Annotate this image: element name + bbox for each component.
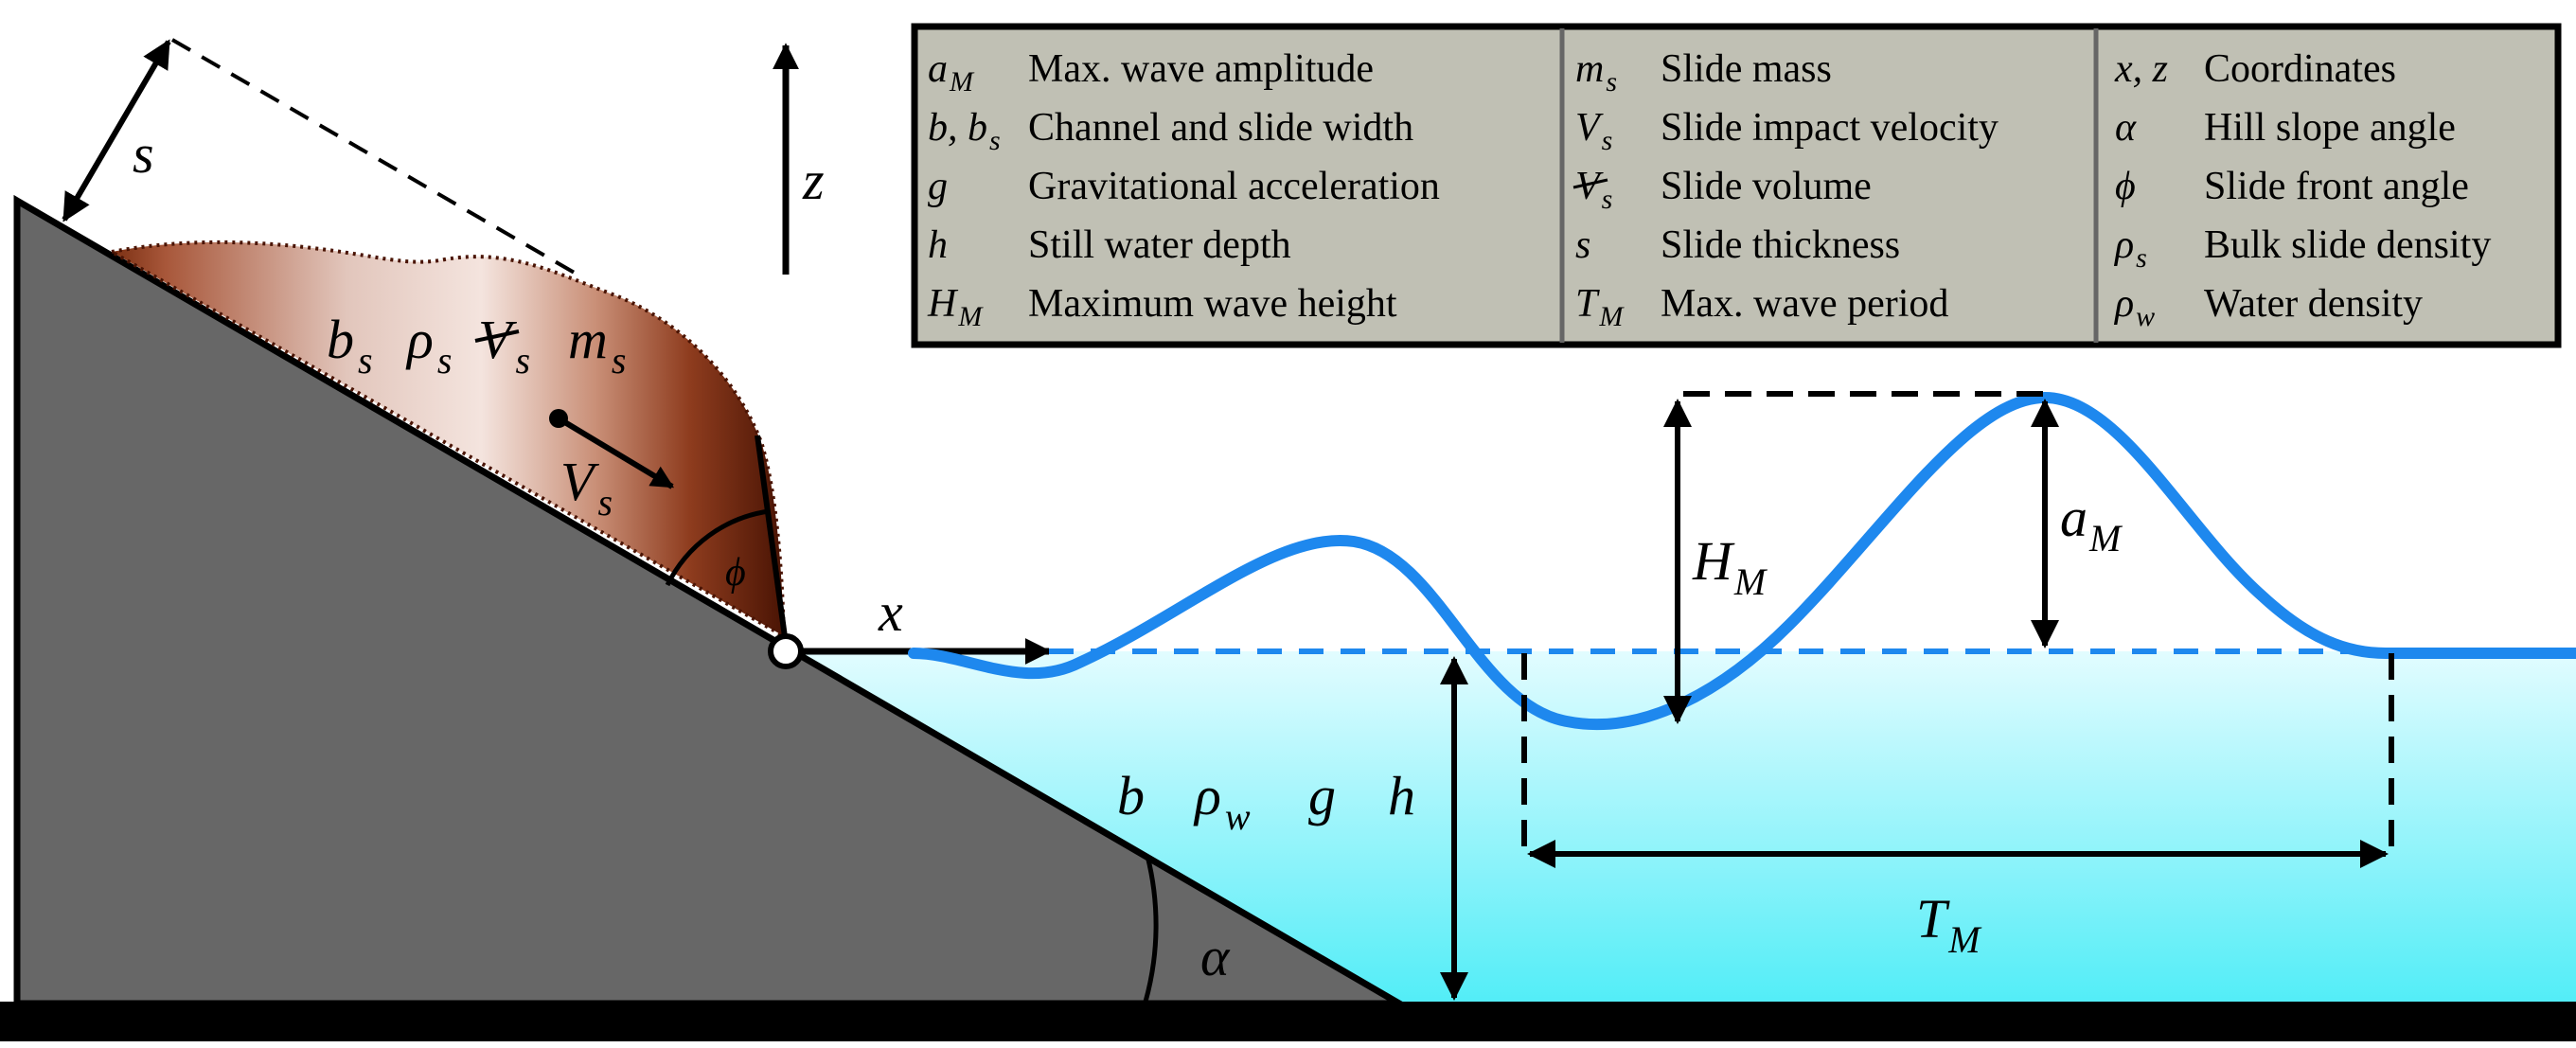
slide-front-line xyxy=(755,435,789,645)
phi-arc xyxy=(665,508,770,587)
velocity-arrow xyxy=(557,416,675,489)
legend-symbol: ρs xyxy=(2113,223,2147,274)
legend-description: Gravitational acceleration xyxy=(1028,165,1440,208)
legend-symbol: x, z xyxy=(2114,47,2168,91)
legend-symbol: HM xyxy=(927,282,984,332)
legend-description: Bulk slide density xyxy=(2204,223,2491,267)
legend-description: Maximum wave height xyxy=(1028,282,1397,326)
label-TM: TM xyxy=(1916,888,1982,961)
legend-symbol: α xyxy=(2115,106,2137,150)
legend-description: Slide impact velocity xyxy=(1661,106,1999,150)
legend-description: Hill slope angle xyxy=(2204,106,2456,150)
label-phi: ϕ xyxy=(725,551,746,595)
legend-symbol: ϕ xyxy=(2115,165,2136,208)
legend-description: Slide mass xyxy=(1661,47,1832,91)
label-z: z xyxy=(802,150,825,211)
legend-symbol: b, bs xyxy=(928,106,1001,156)
legend-description: Slide front angle xyxy=(2204,165,2469,208)
legend-symbol: aM xyxy=(928,47,975,98)
legend-description: Max. wave amplitude xyxy=(1028,47,1374,91)
alpha-arc xyxy=(1143,855,1159,1003)
svg-text:Vs: Vs xyxy=(478,309,530,382)
legend-description: Channel and slide width xyxy=(1028,106,1413,150)
label-aM: aM xyxy=(2060,487,2123,560)
volume-strike xyxy=(1572,178,1608,189)
legend-symbol: ρw xyxy=(2113,282,2155,332)
legend-symbol: h xyxy=(928,223,948,267)
label-HM: HM xyxy=(1692,530,1768,603)
label-x: x xyxy=(878,581,903,643)
legend-description: Coordinates xyxy=(2204,47,2396,91)
legend-symbol: TM xyxy=(1575,282,1625,332)
legend-description: Water density xyxy=(2204,282,2423,326)
origin-point xyxy=(768,633,804,669)
legend-description: Max. wave period xyxy=(1661,282,1948,326)
legend-description: Still water depth xyxy=(1028,223,1291,267)
legend-description: Slide thickness xyxy=(1661,223,1900,267)
slide-top-dashed xyxy=(170,38,579,276)
label-alpha: α xyxy=(1200,926,1231,987)
channel-bottom xyxy=(0,1002,2576,1041)
label-h: h xyxy=(1388,765,1415,826)
label-s: s xyxy=(133,123,154,185)
legend: aM Max. wave amplitude b, bs Channel and sl… xyxy=(911,23,2562,348)
label-b: b xyxy=(1117,765,1145,826)
label-g: g xyxy=(1308,765,1336,826)
legend-symbol: s xyxy=(1575,223,1590,267)
slide-mass xyxy=(106,240,787,640)
water-body xyxy=(786,651,2576,1004)
legend-symbol: Vs xyxy=(1575,106,1612,156)
legend-description: Slide volume xyxy=(1661,165,1872,208)
legend-symbol: g xyxy=(928,165,948,208)
thickness-arrow xyxy=(62,39,171,222)
legend-symbol: ms xyxy=(1575,47,1617,98)
